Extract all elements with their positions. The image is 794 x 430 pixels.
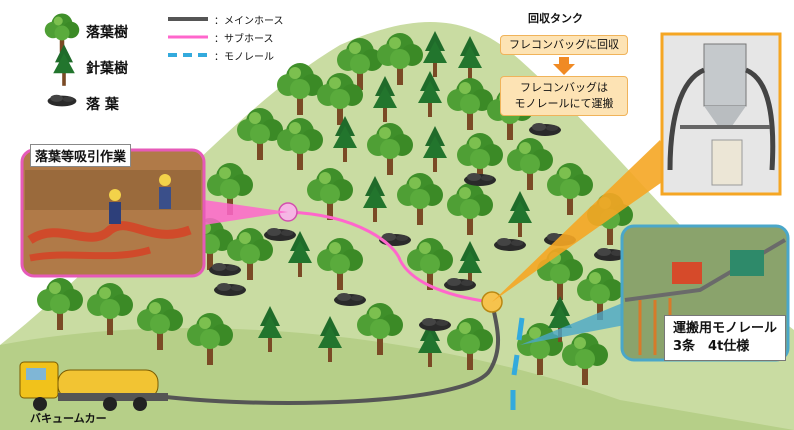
monorail-caption-line2: 3条 4t仕様 [673,339,750,354]
tank-photo-pointer [492,140,672,302]
flow-step-2-line1: フレコンバッグは [520,81,608,94]
vacuum-car-icon [19,361,168,411]
legend-main-hose-label: ：メインホース [214,16,284,27]
suction-work-photo [20,148,206,278]
monorail-caption: 運搬用モノレール 3条 4t仕様 [664,315,787,361]
legend-sub-hose-label: ：サブホース [214,34,274,45]
monorail-photo-pointer [520,302,625,345]
legend-leaves-label: 落 葉 [86,97,119,113]
suction-panel-pointer [204,200,288,225]
legend-deciduous-label: 落葉樹 [86,25,128,41]
collection-tank-photo [660,32,782,196]
flow-step-2-line2: モノレールにて運搬 [514,97,614,110]
flow-arrow-icon [553,57,575,75]
flow-step-1: フレコンバッグに回収 [500,35,628,55]
legend-monorail-label: ：モノレール [214,52,274,63]
collection-tank-title: 回収タンク [528,12,583,25]
legend: 落葉樹 針葉樹 落 葉 ：メインホース ：サブホース ：モノレール [38,8,338,118]
monorail-caption-line1: 運搬用モノレール [673,321,778,336]
flow-step-2: フレコンバッグは モノレールにて運搬 [500,76,628,116]
sub-hose-line [287,210,491,304]
main-hose-line [149,301,500,405]
suction-panel-title: 落葉等吸引作業 [30,144,132,167]
hill-foreground [0,328,794,430]
monorail-line [510,317,525,410]
vacuum-car-label: バキュームカー [30,412,107,425]
legend-conifer-label: 針葉樹 [86,61,128,77]
